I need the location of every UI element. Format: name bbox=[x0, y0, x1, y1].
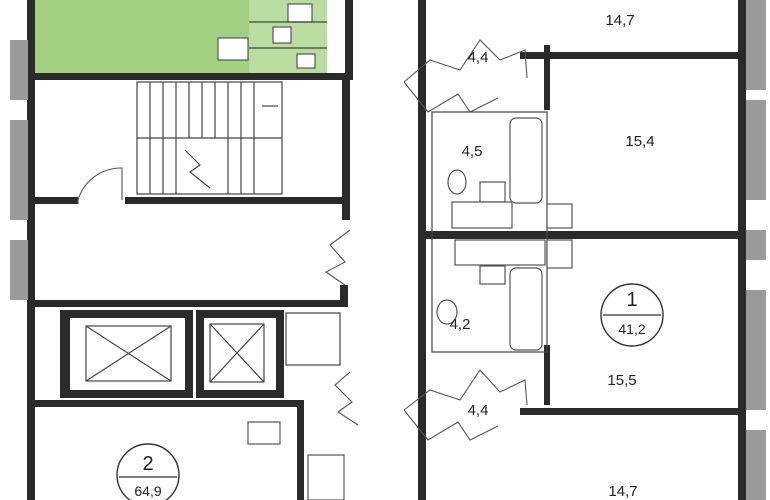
room-area-label: 4,4 bbox=[468, 49, 489, 66]
room-area-label: 15,5 bbox=[607, 372, 636, 389]
room-area-label: 4,2 bbox=[450, 316, 471, 333]
room-area-label: 4,5 bbox=[462, 143, 483, 160]
room-area-label: 4,4 bbox=[468, 402, 489, 419]
left-facade bbox=[10, 0, 35, 500]
apartment-total-area: 64,9 bbox=[134, 483, 161, 499]
apartment-badge-2[interactable]: 2 64,9 bbox=[116, 443, 180, 500]
room-area-label: 14,7 bbox=[605, 12, 634, 29]
bath-lower-fixtures bbox=[436, 239, 573, 351]
apartment-number: 2 bbox=[142, 453, 153, 475]
highlighted-unit[interactable] bbox=[33, 0, 327, 73]
unit-2-fixtures bbox=[247, 312, 345, 500]
staircase bbox=[136, 81, 283, 195]
doors bbox=[324, 39, 528, 441]
room-area-label: 14,7 bbox=[608, 483, 637, 500]
room-area-label: 15,4 bbox=[625, 133, 654, 150]
right-facade bbox=[738, 0, 766, 500]
apartment-badge-1[interactable]: 1 41,2 bbox=[600, 283, 664, 347]
corridor-walls bbox=[418, 0, 740, 500]
core-walls bbox=[33, 0, 353, 500]
stair-door[interactable] bbox=[77, 167, 123, 204]
elevators bbox=[60, 310, 284, 398]
apartment-number: 1 bbox=[626, 289, 637, 311]
bath-upper-fixtures bbox=[447, 117, 573, 229]
apartment-total-area: 41,2 bbox=[618, 321, 645, 337]
